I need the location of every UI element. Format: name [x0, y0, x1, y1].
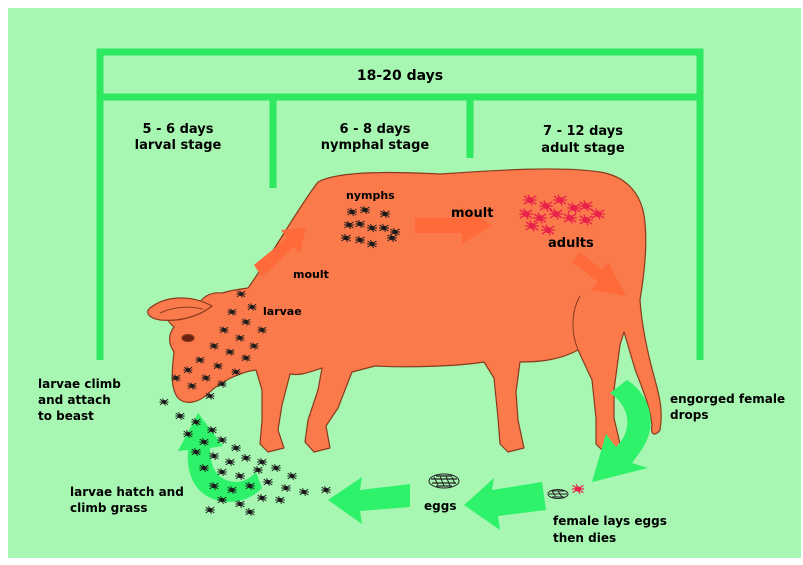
nymphal-days-label: 6 - 8 days	[340, 122, 411, 137]
larvae-hatch-line-2: climb grass	[70, 501, 148, 515]
egg-cluster-small	[548, 490, 568, 499]
larvae-climb-line-1: larvae climb	[38, 377, 121, 391]
adults-label: adults	[548, 236, 594, 251]
adult-stage-label: adult stage	[541, 141, 625, 156]
nymphal-stage-label: nymphal stage	[321, 138, 430, 153]
larvae-climb-line-3: to beast	[38, 409, 94, 423]
female-lays-line-2: then dies	[553, 531, 616, 545]
larvae-hatch-line-1: larvae hatch and	[70, 485, 184, 499]
nymphs-label: nymphs	[346, 189, 395, 202]
adult-days-label: 7 - 12 days	[543, 124, 623, 139]
larval-days-label: 5 - 6 days	[143, 122, 214, 137]
larvae-climb-line-2: and attach	[38, 393, 111, 407]
cow-eye	[182, 335, 194, 342]
female-lays-line-1: female lays eggs	[553, 514, 667, 528]
engorged-female-line-2: drops	[670, 408, 708, 422]
larvae-label: larvae	[263, 305, 302, 318]
engorged-female-line-1: engorged female	[670, 392, 785, 406]
eggs-label: eggs	[424, 499, 456, 513]
moult-left-label: moult	[293, 268, 329, 281]
larval-stage-label: larval stage	[135, 138, 222, 153]
moult-top-label: moult	[451, 206, 493, 221]
total-duration-label: 18-20 days	[357, 68, 443, 84]
